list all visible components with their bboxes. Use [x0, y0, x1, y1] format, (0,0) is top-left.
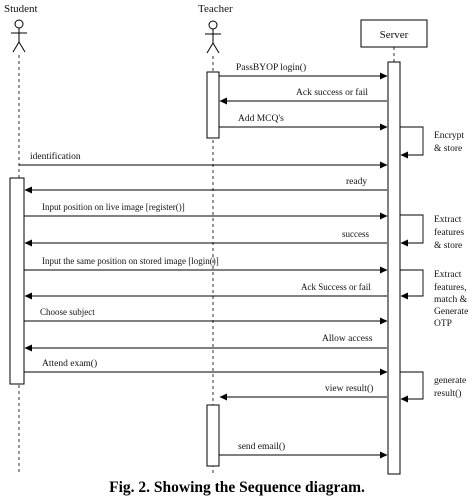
teacher-stick-figure-icon	[205, 20, 221, 54]
student-activation	[9, 177, 25, 385]
actor-student: Student	[4, 3, 38, 53]
note-extract-match-line2: features,	[434, 282, 466, 293]
note-extract-match-line3: match &	[434, 295, 468, 305]
label-add-mcqs: Add MCQ's	[238, 114, 284, 124]
self-call-encrypt	[400, 126, 424, 159]
self-call-extract-store	[400, 214, 424, 247]
messages	[19, 72, 388, 459]
server-activation	[387, 61, 401, 475]
label-ready: ready	[346, 177, 367, 187]
student-stick-figure-icon	[11, 19, 27, 53]
self-calls	[400, 126, 424, 403]
label-passbyop-login: PassBYOP login()	[236, 62, 306, 73]
self-call-generate-result	[400, 371, 424, 403]
label-identification: identification	[30, 151, 81, 162]
label-view-result: view result()	[325, 383, 373, 394]
label-login-stored: Input the same position on stored image …	[42, 256, 219, 266]
actor-teacher-label: Teacher	[198, 3, 233, 15]
note-extract-store-line2: features	[434, 227, 464, 238]
label-register: Input position on live image [register()…	[42, 202, 185, 212]
label-attend-exam: Attend exam()	[42, 358, 97, 369]
teacher-activation-1	[206, 71, 220, 139]
teacher-activation-2	[206, 404, 220, 467]
label-success: success	[342, 229, 369, 239]
message-labels: PassBYOP login() Ack success or fail Add…	[30, 62, 373, 452]
label-ack-success-fail-2: Ack Success or fail	[301, 282, 371, 292]
server-notes: Encrypt & store Extract features & store…	[434, 131, 468, 399]
note-encrypt-line1: Encrypt	[434, 131, 464, 141]
activation-bars	[9, 61, 401, 475]
label-allow-access: Allow access	[322, 334, 373, 344]
note-extract-match-line4: Generate	[434, 307, 468, 317]
actor-server-label: Server	[380, 29, 409, 41]
actor-teacher: Teacher	[198, 3, 233, 54]
actor-student-label: Student	[4, 3, 38, 15]
note-extract-match-line5: OTP	[434, 319, 452, 329]
note-extract-match-line1: Extract	[434, 270, 462, 280]
figure-caption: Fig. 2. Showing the Sequence diagram.	[109, 479, 365, 496]
note-generate-result-line2: result()	[434, 388, 461, 399]
label-send-email: send email()	[238, 441, 285, 452]
label-choose-subject: Choose subject	[40, 307, 95, 317]
note-extract-store-line1: Extract	[434, 215, 462, 225]
actor-server: Server	[360, 19, 428, 48]
label-ack-success-fail: Ack success or fail	[296, 87, 368, 98]
note-generate-result-line1: generate	[434, 376, 466, 386]
self-call-extract-match	[400, 269, 424, 300]
note-extract-store-line3: & store	[434, 241, 462, 251]
note-encrypt-line2: & store	[434, 144, 462, 154]
